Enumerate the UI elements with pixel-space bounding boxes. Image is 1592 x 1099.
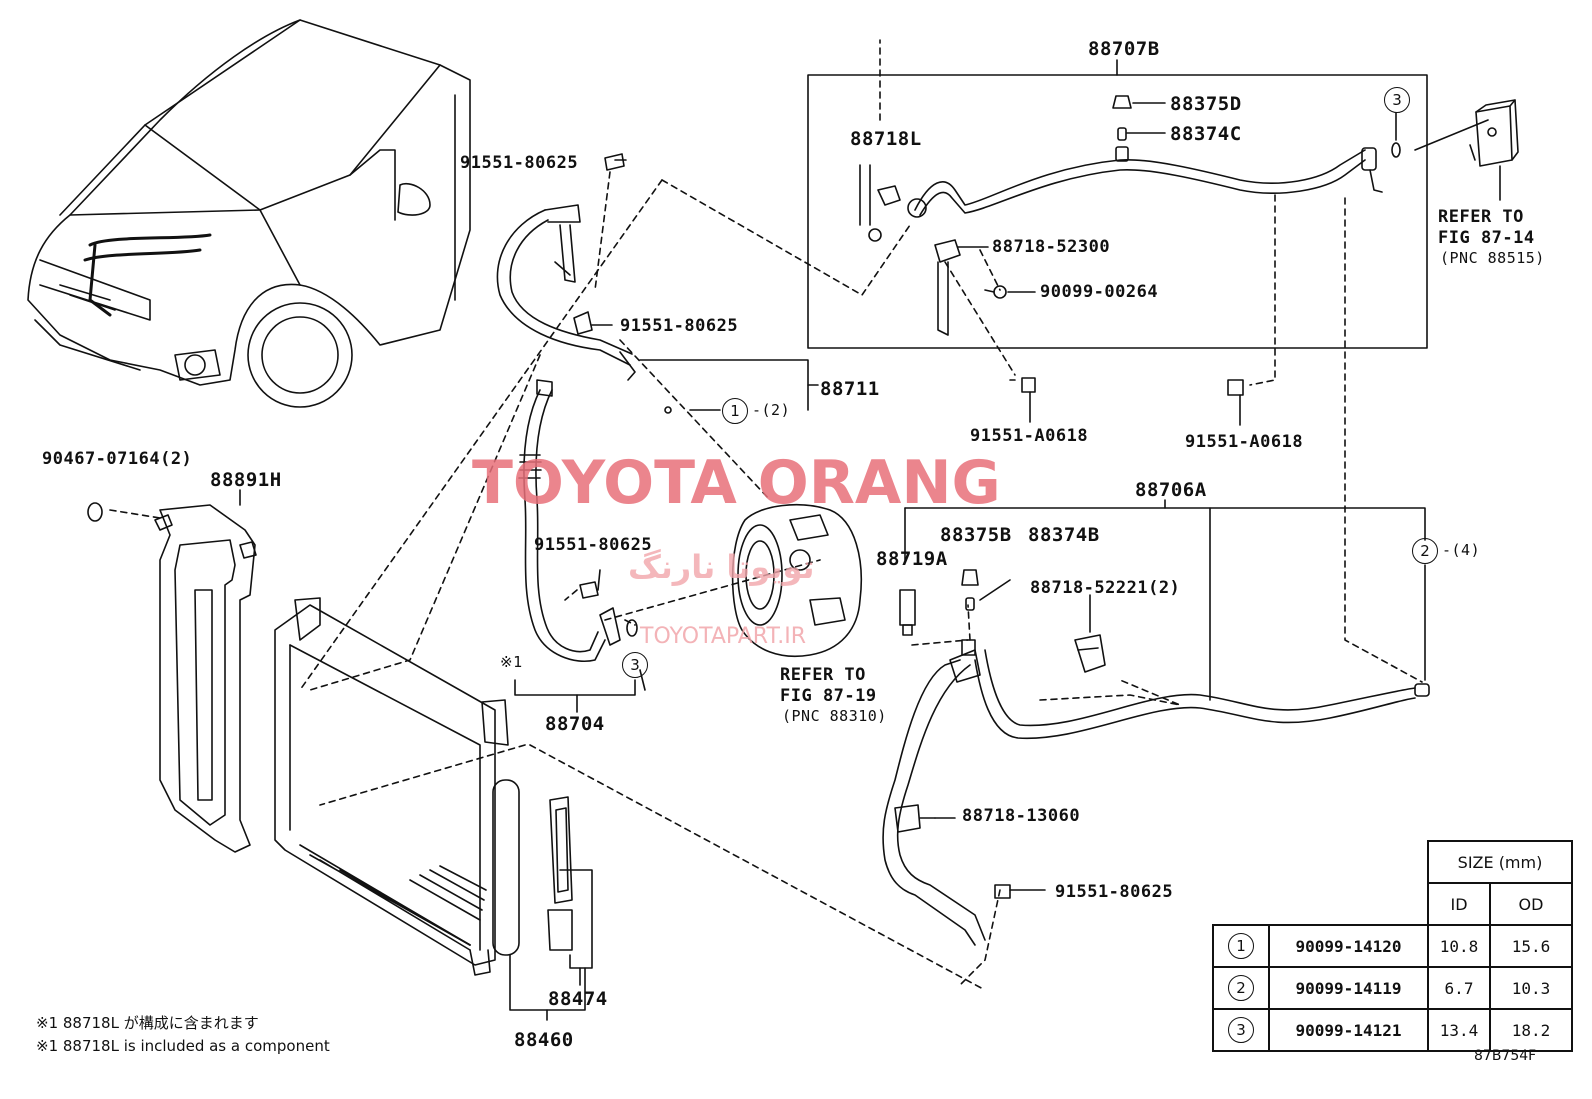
label-refer-87-19-l3: (PNC 88310) (782, 707, 887, 725)
row-id: 10.8 (1427, 924, 1491, 968)
row-part: 90099-14120 (1268, 924, 1429, 968)
row-od: 15.6 (1489, 924, 1573, 968)
expansion-valve (1475, 99, 1519, 201)
circled-ref-3-top: 3 (1384, 87, 1410, 113)
label-refer-87-19-l2: FIG 87-19 (780, 686, 877, 706)
label-88706A: 88706A (1135, 479, 1207, 501)
circled-ref-3-mid: 3 (622, 652, 648, 678)
row-part: 90099-14121 (1268, 1008, 1429, 1052)
seal-88891H (154, 489, 257, 853)
label-91551-80625-d: 91551-80625 (1055, 882, 1174, 902)
label-refer-87-14-l3: (PNC 88515) (1440, 249, 1545, 267)
row-part: 90099-14119 (1268, 966, 1429, 1010)
label-1-qty: -(2) (752, 401, 791, 419)
label-88707B: 88707B (1088, 38, 1160, 60)
note-english: ※1 88718L is included as a component (36, 1037, 330, 1055)
label-refer-87-19-l1: REFER TO (780, 665, 866, 685)
size-header: SIZE (mm) (1427, 840, 1573, 884)
label-91551-A0618-a: 91551-A0618 (970, 426, 1089, 446)
size-col-od: OD (1489, 882, 1573, 926)
desiccant-88474 (509, 796, 593, 1021)
group-88706A (882, 499, 1430, 946)
watermark-url: TOYOTAPART.IR (640, 624, 807, 649)
label-refer-87-14-l1: REFER TO (1438, 207, 1524, 227)
label-88891H: 88891H (210, 469, 282, 491)
label-88375D: 88375D (1170, 93, 1242, 115)
condenser (274, 597, 520, 976)
circled-ref-2: 2 (1412, 538, 1438, 564)
size-col-id: ID (1427, 882, 1491, 926)
label-mark-1: ※1 (500, 653, 523, 671)
row-ref: 1 (1228, 933, 1254, 959)
label-90467-07164: 90467-07164(2) (42, 449, 193, 469)
row-ref: 2 (1228, 975, 1254, 1001)
size-table: SIZE (mm) ID OD 1 90099-14120 10.8 15.6 … (1212, 840, 1573, 1052)
label-88474: 88474 (548, 988, 608, 1010)
label-88718L: 88718L (850, 128, 922, 150)
row-ref: 3 (1228, 1017, 1254, 1043)
label-88718-52300: 88718-52300 (992, 237, 1111, 257)
label-refer-87-14-l2: FIG 87-14 (1438, 228, 1535, 248)
label-91551-80625-c: 91551-80625 (534, 535, 653, 555)
hose-88711 (496, 204, 819, 414)
label-88460: 88460 (514, 1029, 574, 1051)
table-row: 1 90099-14120 10.8 15.6 (1212, 924, 1573, 968)
row-od: 10.3 (1489, 966, 1573, 1010)
vehicle-illustration (27, 19, 471, 408)
compressor (731, 504, 863, 658)
watermark-main: TOYOTA ORANG (472, 448, 1001, 518)
label-88374C: 88374C (1170, 123, 1242, 145)
hose-88704 (514, 379, 638, 713)
label-88375B: 88375B (940, 524, 1012, 546)
label-90099-00264: 90099-00264 (1040, 282, 1159, 302)
label-2-qty: -(4) (1442, 541, 1481, 559)
leaders (591, 102, 1241, 891)
label-91551-80625-a: 91551-80625 (460, 153, 579, 173)
label-88374B: 88374B (1028, 524, 1100, 546)
group-88707B (807, 59, 1489, 349)
bolts (87, 153, 1244, 899)
label-88718-52221: 88718-52221(2) (1030, 578, 1181, 598)
label-88718-13060: 88718-13060 (962, 806, 1081, 826)
label-88704: 88704 (545, 713, 605, 735)
row-id: 13.4 (1427, 1008, 1491, 1052)
figure-code: 87B754F (1474, 1048, 1537, 1064)
table-row: 3 90099-14121 13.4 18.2 (1212, 1008, 1573, 1052)
label-91551-A0618-b: 91551-A0618 (1185, 432, 1304, 452)
label-91551-80625-b: 91551-80625 (620, 316, 739, 336)
watermark-farsi: تویوتا نارنگ (628, 548, 815, 586)
label-88711: 88711 (820, 378, 880, 400)
label-88719A: 88719A (876, 548, 948, 570)
row-id: 6.7 (1427, 966, 1491, 1010)
table-row: 2 90099-14119 6.7 10.3 (1212, 966, 1573, 1010)
row-od: 18.2 (1489, 1008, 1573, 1052)
note-japanese: ※1 88718L が構成に含まれます (36, 1014, 259, 1032)
circled-ref-1: 1 (722, 398, 748, 424)
dashed-leaders (109, 39, 1423, 991)
